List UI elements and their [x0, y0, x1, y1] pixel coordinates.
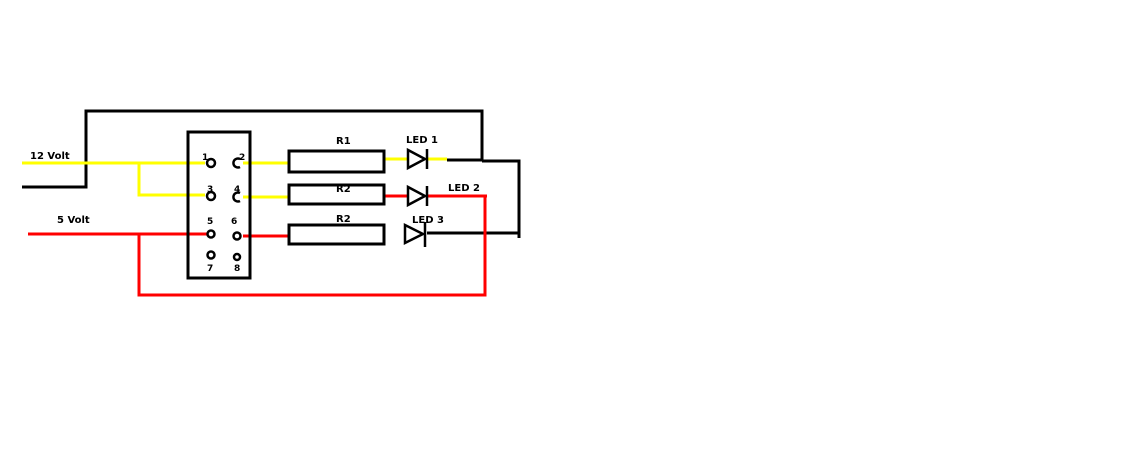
led-symbols — [403, 147, 429, 247]
pin-hole-5 — [206, 229, 216, 239]
label-r2-upper: R2 — [336, 184, 351, 195]
pin-label-3: 3 — [207, 185, 213, 195]
pin-label-6: 6 — [231, 217, 237, 227]
pin-hole-8 — [232, 252, 242, 262]
resistor-r1 — [287, 149, 386, 174]
red-wire-bottom-loop — [137, 196, 487, 297]
pin-hole-2 — [232, 157, 241, 169]
pin-label-2: 2 — [239, 153, 245, 163]
black-wires — [22, 109, 521, 238]
pin-hole-4 — [232, 191, 241, 203]
resistor-r2-upper — [287, 183, 386, 206]
connector-block — [186, 130, 252, 280]
pin-label-5: 5 — [207, 217, 213, 227]
resistors — [287, 149, 386, 246]
pin-label-7: 7 — [207, 264, 213, 274]
connector-pin-holes — [205, 157, 242, 262]
label-12-volt: 12 Volt — [30, 151, 70, 162]
black-wire-top-loop — [22, 109, 484, 189]
label-led3: LED 3 — [412, 215, 444, 226]
label-led1: LED 1 — [406, 135, 438, 146]
red-wires — [28, 194, 487, 297]
label-r2-lower: R2 — [336, 214, 351, 225]
led2-triangle — [406, 184, 428, 208]
resistor-r2-lower — [287, 223, 386, 246]
pin-hole-3 — [205, 190, 217, 202]
black-wire-right-bus — [482, 159, 521, 238]
pin-hole-7 — [206, 250, 216, 260]
yellow-wire-branch-pin3 — [137, 163, 205, 197]
pin-label-8: 8 — [234, 264, 240, 274]
pin-hole-6 — [232, 231, 242, 241]
label-r1: R1 — [336, 136, 351, 147]
label-5-volt: 5 Volt — [57, 215, 90, 226]
led3-triangle — [403, 222, 426, 246]
pin-label-4: 4 — [234, 185, 240, 195]
label-led2: LED 2 — [448, 183, 480, 194]
pin-hole-1 — [205, 157, 217, 169]
led1-triangle — [406, 147, 428, 171]
pin-label-1: 1 — [202, 153, 208, 163]
